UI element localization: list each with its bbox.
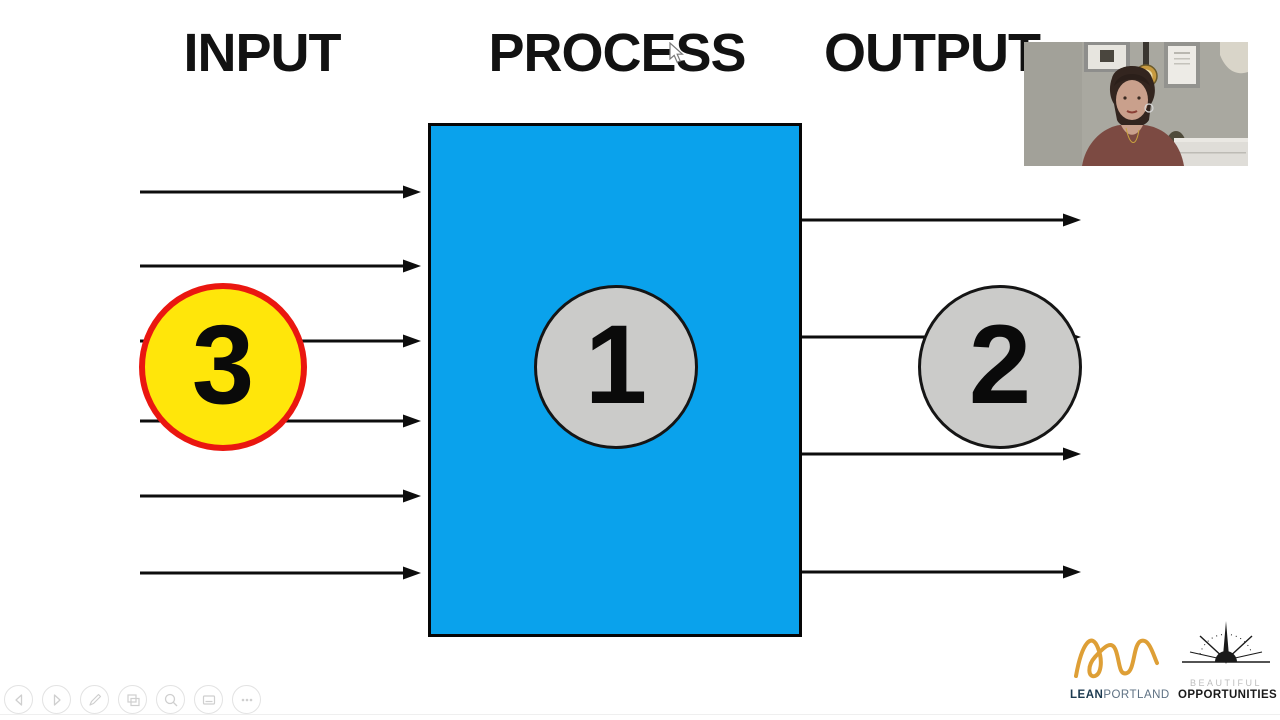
webcam-overlay [1024, 42, 1248, 166]
input-step-number: 3 [191, 302, 255, 427]
input-arrow [140, 259, 421, 273]
input-arrow [140, 185, 421, 199]
pen-tool-button[interactable] [80, 685, 109, 714]
lean-portland-wordmark: LEANPORTLAND [1070, 689, 1169, 701]
bottom-edge-line [0, 714, 1280, 715]
pen-icon [88, 693, 101, 706]
webcam-scene [1024, 42, 1248, 166]
output-step-number: 2 [968, 302, 1032, 427]
mouse-cursor [669, 42, 684, 63]
output-step-circle: 2 [918, 285, 1082, 449]
next-icon [53, 693, 61, 706]
lean-portland-wave-icon [1074, 638, 1159, 679]
process-step-circle: 1 [534, 285, 698, 449]
input-step-circle: 3 [139, 283, 307, 451]
next-slide-button[interactable] [42, 685, 71, 714]
zoom-slide-button[interactable] [156, 685, 185, 714]
lean-text: LEAN [1070, 689, 1104, 701]
output-arrow [802, 213, 1081, 227]
opportunities-text: OPPORTUNITIES [1178, 689, 1278, 701]
lean-portland-logo: LEANPORTLAND [1070, 626, 1169, 708]
output-heading: OUTPUT [824, 23, 1041, 83]
presenter-toolbar [4, 685, 261, 714]
beautiful-opportunities-logo: BEAUTIFUL OPPORTUNITIES [1178, 620, 1278, 712]
process-step-number: 1 [584, 302, 648, 427]
beautiful-text: BEAUTIFUL [1189, 678, 1262, 688]
captions-button[interactable] [194, 685, 223, 714]
show-all-slides-button[interactable] [118, 685, 147, 714]
magnifier-icon [164, 693, 177, 706]
output-arrow [802, 565, 1081, 579]
portland-text: PORTLAND [1103, 689, 1170, 701]
input-arrow [140, 489, 421, 503]
process-heading: PROCESS [488, 23, 746, 83]
process-box [428, 123, 802, 637]
input-arrow [140, 566, 421, 580]
input-heading: INPUT [183, 23, 342, 83]
previous-icon [14, 693, 22, 706]
show-all-slides-icon [126, 693, 140, 706]
more-options-button[interactable] [232, 685, 261, 714]
captions-icon [202, 694, 215, 705]
ellipsis-icon [241, 698, 252, 701]
previous-slide-button[interactable] [4, 685, 33, 714]
output-arrow [802, 447, 1081, 461]
compass-star-icon [1182, 621, 1270, 664]
